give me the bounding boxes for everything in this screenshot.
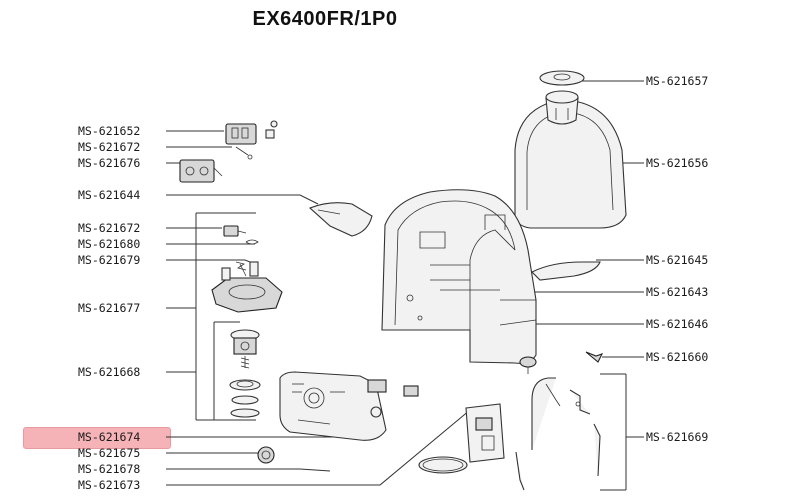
drip-cover-part: [308, 202, 373, 237]
knob-part: [257, 446, 275, 464]
switch-assembly-part: [225, 120, 278, 160]
part-label-ms-621672-b[interactable]: MS-621672: [78, 221, 141, 235]
water-tank-part: [514, 90, 627, 229]
control-board-part: [179, 159, 223, 183]
part-label-ms-621680[interactable]: MS-621680: [78, 237, 141, 251]
part-label-ms-621643[interactable]: MS-621643: [646, 285, 709, 299]
tube-set-part: [515, 377, 601, 491]
gasket-ring-part: [418, 456, 468, 474]
drip-grille-part: [531, 261, 601, 281]
clip-part: [585, 351, 604, 363]
part-label-ms-621645[interactable]: MS-621645: [646, 253, 709, 267]
part-label-ms-621673[interactable]: MS-621673: [78, 478, 141, 492]
highlighted-part-marker: [23, 427, 171, 449]
part-label-ms-621652[interactable]: MS-621652: [78, 124, 141, 138]
diagram-title: EX6400FR/1P0: [252, 8, 398, 30]
part-label-ms-621677[interactable]: MS-621677: [78, 301, 141, 315]
part-label-ms-621668[interactable]: MS-621668: [78, 365, 141, 379]
part-label-ms-621674-highlighted[interactable]: MS-621674: [78, 430, 141, 444]
front-control-panel-part: [279, 371, 419, 441]
part-label-ms-621676[interactable]: MS-621676: [78, 156, 141, 170]
part-label-ms-621678[interactable]: MS-621678: [78, 462, 141, 476]
part-label-ms-621660[interactable]: MS-621660: [646, 350, 709, 364]
part-label-ms-621644[interactable]: MS-621644: [78, 188, 141, 202]
part-label-ms-621672[interactable]: MS-621672: [78, 140, 141, 154]
part-label-ms-621657[interactable]: MS-621657: [646, 74, 709, 88]
pump-stack-part: [229, 329, 261, 418]
part-label-ms-621675[interactable]: MS-621675: [78, 446, 141, 460]
part-label-ms-621656[interactable]: MS-621656: [646, 156, 709, 170]
part-label-ms-621669[interactable]: MS-621669: [646, 430, 709, 444]
steam-nozzle-part: [519, 356, 537, 374]
small-clip-parts: [223, 225, 259, 271]
tank-lid-part: [539, 70, 585, 86]
boiler-assembly-part: [211, 261, 283, 313]
part-label-ms-621646[interactable]: MS-621646: [646, 317, 709, 331]
part-label-ms-621679[interactable]: MS-621679: [78, 253, 141, 267]
leader-lines-left: [166, 130, 471, 486]
electronic-board-part: [465, 403, 505, 463]
main-housing-part: [381, 189, 537, 364]
